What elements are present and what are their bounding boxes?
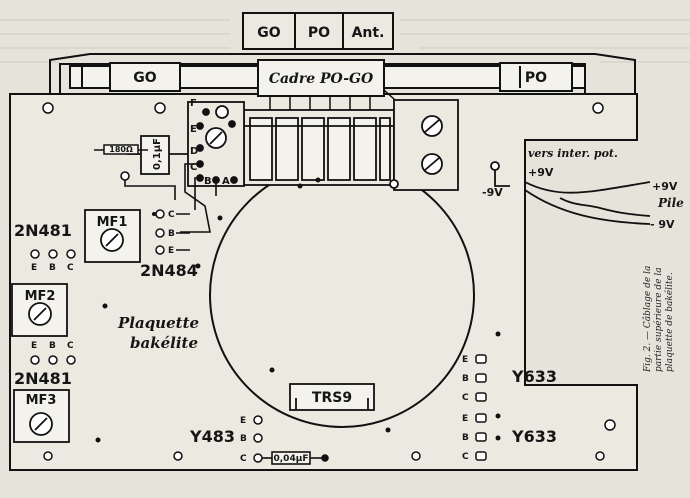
caption-line2: partie supérieure de la [653, 267, 664, 372]
tab-go [242, 12, 296, 50]
capacitor-0-1uf-label: 0,1µF [152, 138, 163, 170]
mf2-label: MF2 [25, 289, 56, 304]
pin-d-label: D [190, 146, 198, 157]
battery-minus9-outer: - 9V [650, 218, 675, 231]
y633a-pin-b: B [462, 374, 469, 384]
board-label-line2: bakélite [130, 334, 198, 352]
mf1-transformer [84, 209, 141, 263]
t3-pin-b: B [49, 341, 56, 351]
caption-line1: Fig. 2. — Câblage de la [642, 266, 653, 373]
tab-ant-label: Ant. [352, 25, 385, 41]
paper-texture [0, 19, 690, 63]
mf1-pin-e: E [168, 246, 174, 256]
t1-pin-e: E [31, 263, 37, 273]
resistor-180-label: 180Ω [109, 145, 133, 154]
battery-wires [490, 161, 651, 225]
t3-pin-c: C [67, 341, 74, 351]
y483-pin-b: B [240, 434, 247, 444]
pin-c-label: C [190, 162, 197, 173]
mf1-pin-b: B [168, 229, 175, 239]
tab-po [294, 12, 344, 50]
pin-a-label: A [222, 176, 230, 187]
mf1-label: MF1 [97, 215, 128, 230]
t1-pin-c: C [67, 263, 74, 273]
battery-plus9-inner: +9V [528, 166, 554, 179]
figure-caption: Fig. 2. — Câblage de la partie supérieur… [642, 266, 675, 373]
coil-go [109, 62, 181, 92]
switch-block [243, 99, 459, 191]
capacitor-0-04uf-label: 0,04µF [274, 454, 309, 464]
y633-top-pins [475, 354, 487, 402]
t1-pin-b: B [49, 263, 56, 273]
coil-po [499, 62, 573, 92]
y633a-pin-c: C [462, 393, 469, 403]
tab-po-label: PO [308, 25, 330, 41]
capacitor-0-04uf [262, 451, 329, 465]
y483-pin-e: E [240, 416, 246, 426]
rivets [95, 177, 501, 443]
mf3-label: MF3 [26, 393, 57, 408]
transistor-y483: Y483 [189, 427, 235, 446]
y633a-pin-e: E [462, 355, 468, 365]
capacitor-0-1uf [127, 135, 188, 175]
tab-ant [342, 12, 394, 50]
mf1-pins [155, 209, 165, 255]
coil-po-label: PO [525, 70, 547, 86]
transistor-2n484: 2N484 [140, 261, 198, 280]
y633b-pin-b: B [462, 433, 469, 443]
caption-line3: plaquette de bakélite. [664, 272, 675, 372]
pin-b-label: B [204, 176, 212, 187]
pin-f-label: F [190, 98, 197, 109]
pin-e-label: E [190, 124, 197, 135]
battery-plus9-outer: +9V [652, 180, 678, 193]
tab-go-label: GO [257, 25, 280, 41]
y483-pin-c: C [240, 454, 247, 464]
mf3-transformer [13, 389, 70, 443]
y633-bottom-pins [475, 413, 487, 461]
trs9-label: TRS9 [312, 390, 352, 406]
transistor-y633-bottom: Y633 [511, 427, 557, 446]
board-label-line1: Plaquette [117, 314, 199, 332]
y483-pins [253, 415, 263, 463]
trs9-block [289, 383, 375, 411]
resistor-180 [94, 144, 148, 155]
coil-cadre [257, 59, 385, 97]
transistor-2n481-bottom: 2N481 [14, 369, 72, 388]
transistor-2n481-top: 2N481 [14, 221, 72, 240]
battery-vers-label: vers inter. pot. [528, 147, 618, 160]
transistor-y633-top: Y633 [511, 367, 557, 386]
y633b-pin-e: E [462, 414, 468, 424]
mf1-pin-c: C [168, 210, 175, 220]
battery-minus9-inner: -9V [482, 186, 503, 199]
y633b-pin-c: C [462, 452, 469, 462]
oscillator-coil [187, 101, 245, 187]
battery-pile-label: Pile [657, 196, 684, 210]
wiring-top-left [120, 163, 217, 233]
coil-cadre-label: Cadre PO-GO [269, 71, 374, 87]
mf1-leads [176, 213, 190, 251]
t3-pin-e: E [31, 341, 37, 351]
mf2-transformer [11, 283, 68, 337]
mounting-holes [42, 102, 616, 461]
top-tab-group [242, 12, 394, 50]
coil-go-label: GO [133, 70, 156, 86]
transistor-2n481-top-pins [30, 249, 76, 259]
transistor-2n481-bottom-pins [30, 355, 76, 365]
